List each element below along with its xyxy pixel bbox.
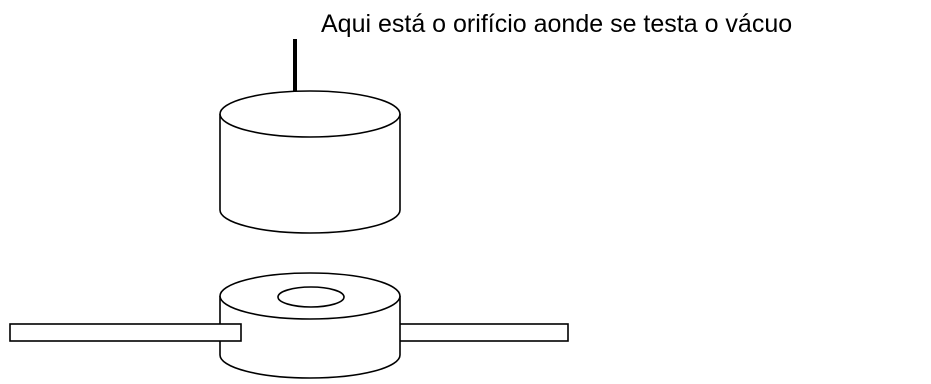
upper-cylinder-top [219, 90, 401, 138]
lower-assembly [9, 272, 569, 379]
right-bar [371, 323, 569, 342]
vacuum-hole [277, 286, 345, 308]
left-bar [9, 323, 242, 342]
lower-cylinder [219, 272, 401, 379]
upper-cylinder [219, 90, 401, 234]
hole-annotation-label: Aqui está o orifício aonde se testa o vá… [321, 10, 793, 38]
